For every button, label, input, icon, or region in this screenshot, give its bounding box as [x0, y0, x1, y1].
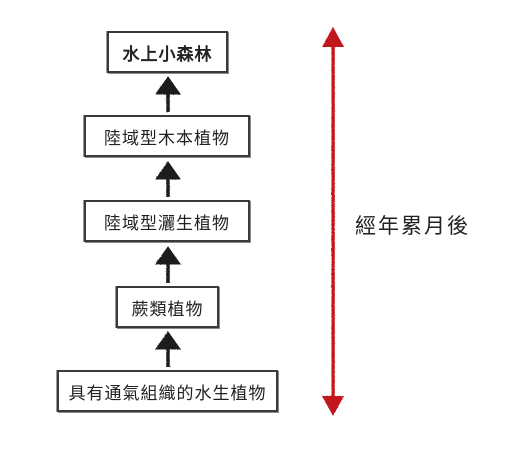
node-shrub-plants: 陸域型灑生植物	[84, 200, 250, 242]
up-arrow	[155, 76, 181, 112]
node-label: 蕨類植物	[131, 299, 204, 320]
time-label: 經年累月後	[355, 214, 470, 238]
node-fern-plants: 蕨類植物	[116, 286, 219, 328]
node-label: 水上小森林	[122, 44, 213, 65]
up-arrow	[155, 246, 181, 283]
up-arrow	[155, 331, 181, 367]
node-label: 陸域型木本植物	[104, 128, 230, 149]
up-arrow	[155, 161, 181, 197]
time-arrow-head-bottom	[322, 396, 344, 416]
node-aquatic-plants: 具有通氣組織的水生植物	[57, 370, 278, 412]
time-arrow-head-top	[322, 27, 344, 47]
node-woody-plants: 陸域型木本植物	[84, 115, 250, 157]
node-label: 陸域型灑生植物	[104, 213, 230, 234]
node-water-forest: 水上小森林	[107, 31, 228, 73]
time-arrow	[322, 27, 344, 416]
node-label: 具有通氣組織的水生植物	[68, 383, 267, 404]
